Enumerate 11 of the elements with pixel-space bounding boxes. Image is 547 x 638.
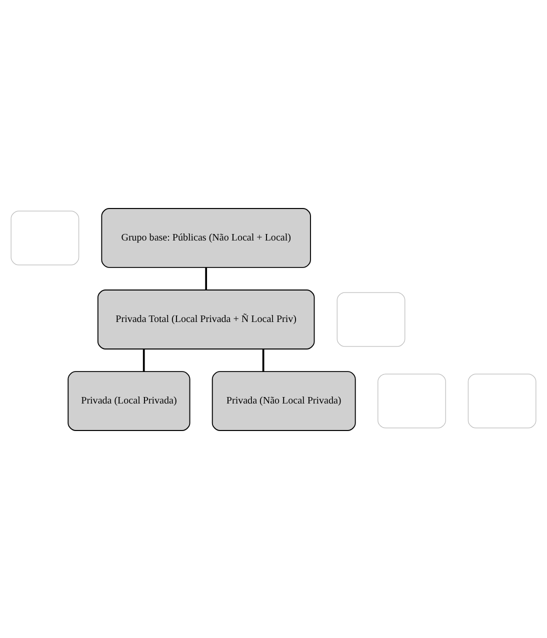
connector: [262, 348, 264, 372]
connector: [142, 348, 145, 372]
node-box: [10, 210, 80, 265]
node-box: Grupo base: Públicas (Não Local + Local): [101, 208, 311, 268]
node-box: [468, 373, 536, 428]
node-box: [336, 292, 406, 346]
node-box: [378, 373, 446, 428]
connector: [205, 267, 208, 290]
node-box: Privada (Local Privada): [68, 370, 190, 430]
node-box: Privada Total (Local Privada + Ñ Local Priv): [97, 289, 315, 349]
node-box: Privada (Não Local Privada): [212, 370, 356, 430]
